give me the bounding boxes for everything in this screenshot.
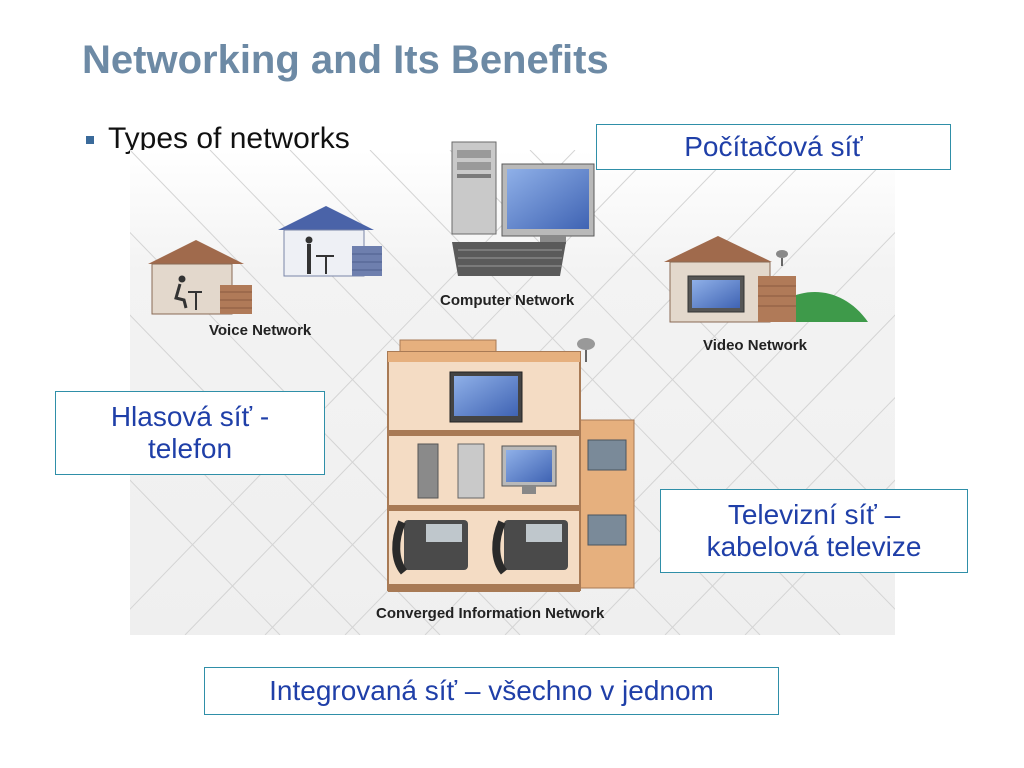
voice-house-icon bbox=[148, 240, 252, 315]
voice-network-label: Voice Network bbox=[209, 322, 312, 339]
computer-network-callout: Počítačová síť bbox=[596, 124, 951, 170]
video-network-label: Video Network bbox=[703, 337, 808, 354]
video-network-callout: Televizní síť – kabelová televize bbox=[660, 489, 968, 573]
bullet-item: Types of networks bbox=[86, 122, 350, 156]
computer-network-label: Computer Network bbox=[440, 292, 575, 309]
computer-icon bbox=[451, 141, 595, 276]
callout-text: Integrovaná síť – všechno v jednom bbox=[269, 674, 714, 706]
converged-network-label: Converged Information Network bbox=[376, 605, 605, 622]
integrated-network-callout: Integrovaná síť – všechno v jednom bbox=[204, 667, 779, 715]
callout-text-line1: Hlasová síť - bbox=[110, 400, 270, 432]
voice-network-callout: Hlasová síť - telefon bbox=[55, 391, 325, 475]
callout-text: Počítačová síť bbox=[684, 130, 863, 162]
callout-text-line2: telefon bbox=[147, 433, 233, 464]
bullet-text: Types of networks bbox=[108, 122, 350, 155]
slide-title: Networking and Its Benefits bbox=[82, 38, 609, 82]
callout-text-line2: kabelová televize bbox=[706, 531, 922, 562]
square-bullet-icon bbox=[86, 136, 94, 144]
office-house-icon bbox=[278, 206, 382, 277]
callout-text-line1: Televizní síť – bbox=[727, 498, 901, 530]
video-house-icon bbox=[664, 236, 868, 323]
converged-building-icon bbox=[387, 338, 635, 592]
